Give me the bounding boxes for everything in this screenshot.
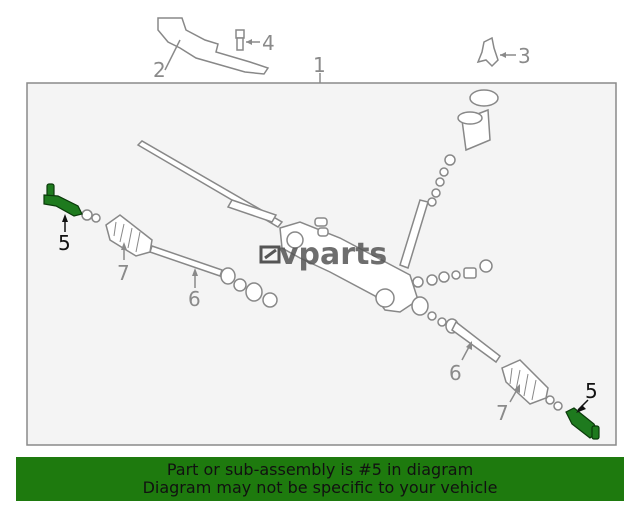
callout-1: 1 (313, 53, 326, 77)
callout-5-right: 5 (585, 379, 598, 403)
callout-3: 3 (518, 44, 531, 68)
callout-5-left: 5 (58, 231, 71, 255)
callout-2: 2 (153, 58, 166, 82)
clamp-left-2 (91, 213, 101, 223)
watermark-text: vparts (279, 237, 387, 272)
part-4-bolt (235, 29, 260, 51)
clamp-right-1 (545, 395, 555, 405)
callout-6-right: 6 (449, 361, 462, 385)
part-7-boot-right (501, 359, 549, 405)
clamp-right-2 (553, 401, 563, 411)
rack-bar (136, 140, 284, 228)
part-5-tie-rod-end-right (565, 399, 600, 440)
part-6-tie-rod-right (437, 317, 502, 364)
callout-7-right: 7 (496, 401, 509, 425)
callout-7-left: 7 (117, 261, 130, 285)
rack-housing (279, 217, 419, 313)
clamp-left-1 (81, 209, 93, 221)
banner-line-1: Part or sub-assembly is #5 in diagram (166, 460, 474, 479)
banner-line-2: Diagram may not be specific to your vehi… (142, 478, 498, 497)
adjuster-parts (411, 259, 493, 321)
part-2-bracket (157, 17, 270, 75)
part-3-clip (476, 36, 516, 68)
part-5-tie-rod-end-left (43, 183, 83, 232)
callout-6-left: 6 (188, 287, 201, 311)
part-7-boot-left (105, 214, 153, 260)
watermark: vparts (259, 237, 387, 272)
callout-4: 4 (262, 31, 275, 55)
info-banner: Part or sub-assembly is #5 in diagram Di… (16, 457, 624, 501)
pinion-assembly (399, 89, 499, 269)
